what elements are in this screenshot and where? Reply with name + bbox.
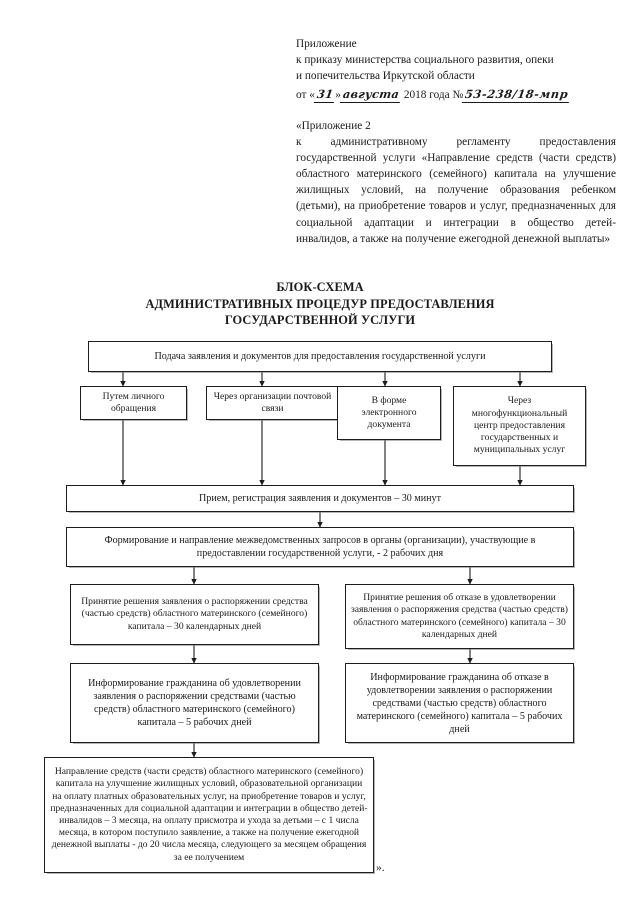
annex-reference-paragraph: «Приложение 2 к административному реглам… [296, 118, 616, 247]
flow-node-channel-mfc-label: Через многофункциональный центр предоста… [471, 395, 568, 456]
flow-node-channel-personal: Путем личного обращения [80, 386, 187, 420]
title-line-3: ГОСУДАРСТВЕННОЙ УСЛУГИ [224, 313, 416, 327]
flow-node-interagency: Формирование и направление межведомствен… [66, 527, 574, 567]
flow-node-inform-approve: Информирование гражданина об удовлетворе… [70, 663, 319, 743]
document-header: Приложение к приказу министерства социал… [296, 36, 616, 103]
flow-node-decision-refuse: Принятие решения об отказе в удовлетворе… [345, 584, 574, 649]
flow-node-inform-approve-label: Информирование гражданина об удовлетворе… [88, 678, 301, 728]
flow-node-channel-personal-label: Путем личного обращения [102, 390, 165, 414]
flow-node-interagency-label: Формирование и направление межведомствен… [104, 535, 536, 559]
date-prefix: от « [296, 88, 315, 101]
header-line-3: и попечительства Иркутской области [296, 70, 475, 83]
date-year: 2018 года [403, 88, 450, 101]
closing-quote-mark: ». [376, 862, 385, 874]
page-title: БЛОК-СХЕМА АДМИНИСТРАТИВНЫХ ПРОЦЕДУР ПРЕ… [60, 279, 580, 329]
flow-node-disbursement-label: Направление средств (части средств) обла… [50, 766, 368, 863]
flow-node-channel-electronic-label: В форме электронного документа [361, 394, 417, 431]
flow-node-submission-label: Подача заявления и документов для предос… [154, 351, 486, 362]
flow-node-channel-post-label: Через организации почтовой связи [213, 390, 332, 414]
header-line-1: Приложение [296, 38, 357, 50]
title-line-1: БЛОК-СХЕМА [276, 280, 364, 294]
flow-node-registration-label: Прием, регистрация заявления и документо… [199, 493, 441, 504]
annex-body: к административному регламенту предостав… [296, 136, 616, 245]
title-line-2: АДМИНИСТРАТИВНЫХ ПРОЦЕДУР ПРЕДОСТАВЛЕНИЯ [145, 296, 495, 311]
flow-node-decision-refuse-label: Принятие решения об отказе в удовлетворе… [351, 592, 568, 640]
flow-node-decision-approve: Принятие решения заявления о распоряжени… [70, 584, 319, 645]
number-label: № [452, 88, 464, 101]
date-quote-close: » [335, 88, 341, 101]
flow-node-channel-post: Через организации почтовой связи [206, 386, 339, 420]
annex-title: «Приложение 2 [296, 120, 371, 132]
order-date-line: от «31»августа 2018 года №53-238/18-мпр [296, 85, 616, 103]
flow-node-channel-electronic: В форме электронного документа [337, 386, 441, 440]
flow-node-inform-refuse-label: Информирование гражданина об отказе в уд… [356, 671, 563, 735]
header-line-2: к приказу министерства социального разви… [296, 54, 554, 67]
flow-node-decision-approve-label: Принятие решения заявления о распоряжени… [81, 596, 308, 632]
flow-node-submission: Подача заявления и документов для предос… [88, 341, 552, 372]
flow-node-disbursement: Направление средств (части средств) обла… [44, 757, 374, 873]
flow-node-inform-refuse: Информирование гражданина об отказе в уд… [345, 663, 574, 743]
flow-node-registration: Прием, регистрация заявления и документо… [66, 485, 574, 512]
flow-node-channel-mfc: Через многофункциональный центр предоста… [453, 386, 586, 466]
